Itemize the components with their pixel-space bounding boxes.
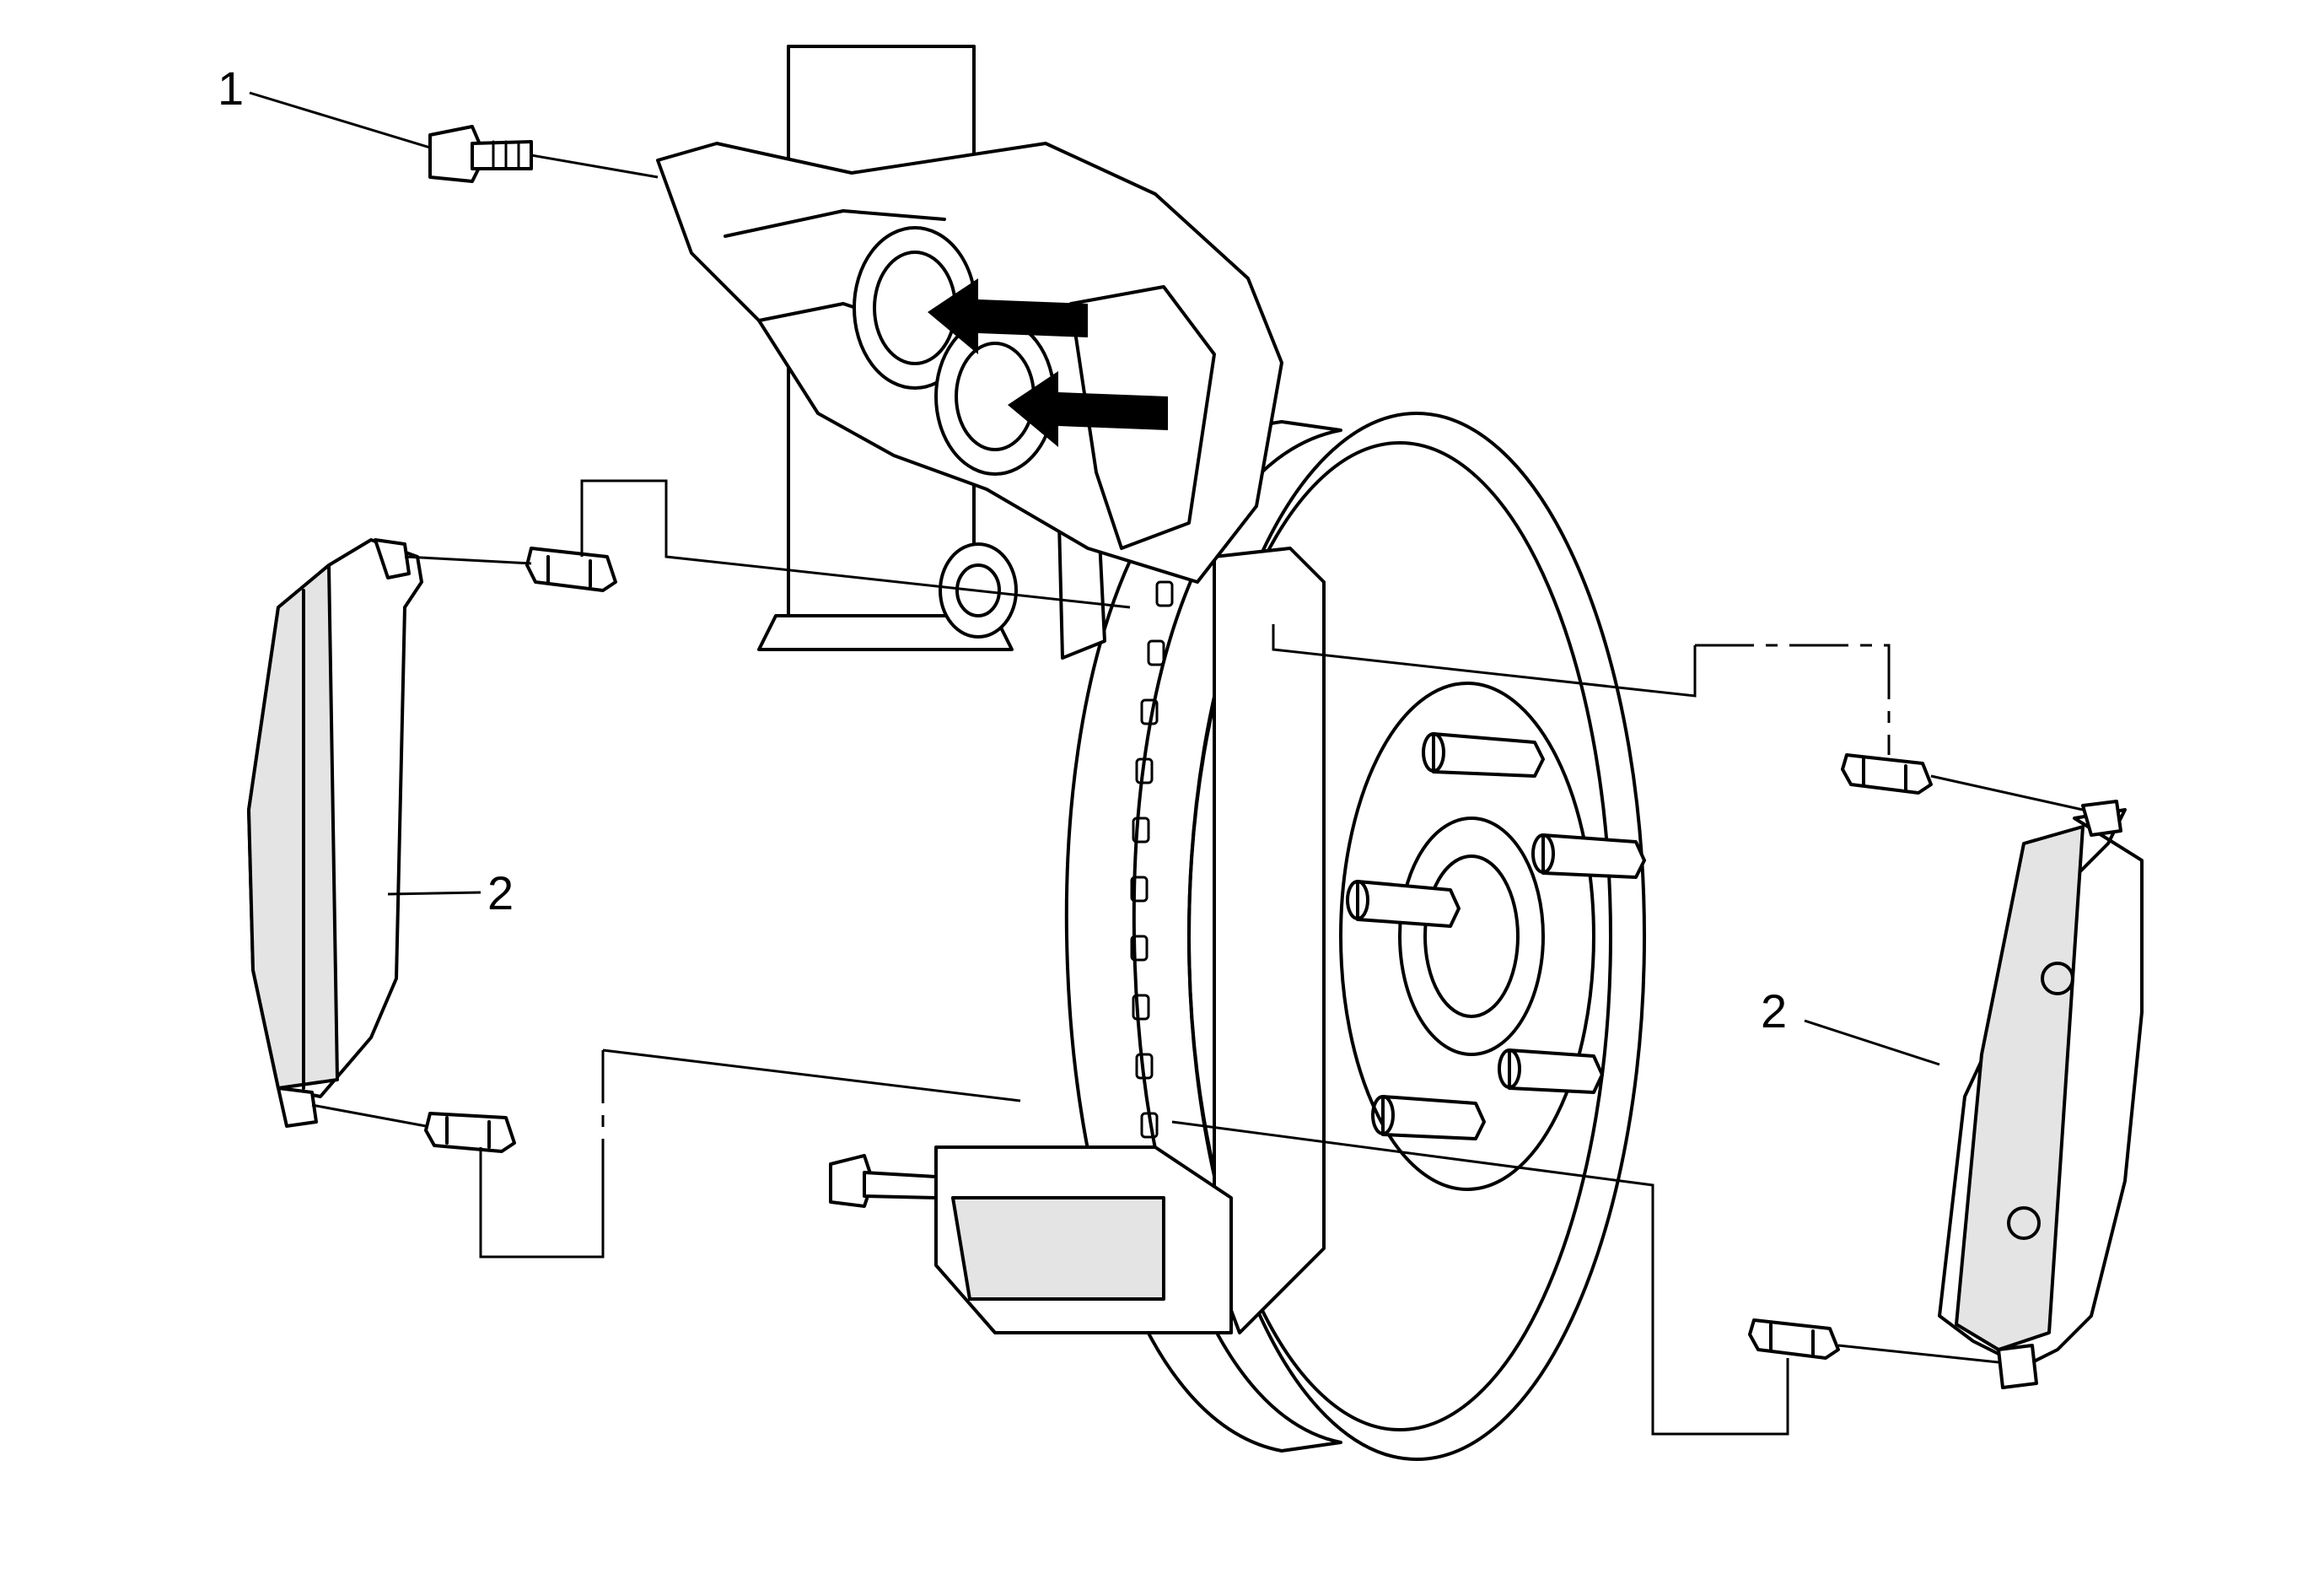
pad-clip (1841, 753, 1933, 795)
push-arrow-icon (928, 278, 1088, 354)
brake-caliper (656, 142, 1283, 639)
callout-label: 2 (487, 866, 514, 919)
callout-2-right: 2 (1761, 984, 1940, 1066)
pad-clip (1748, 1318, 1840, 1360)
callout-label: 2 (1761, 984, 1787, 1038)
caliper-bracket (934, 471, 1326, 1334)
brake-pad-left (247, 538, 423, 1128)
pad-clip (525, 547, 617, 592)
callout-2-left: 2 (387, 866, 514, 919)
callout-1: 1 (218, 62, 431, 149)
push-arrow-icon (1008, 371, 1168, 447)
wheel-studs (1346, 732, 1646, 1140)
pad-clip (424, 1112, 516, 1153)
hub-center (1398, 817, 1545, 1056)
caliper-bolt (428, 125, 533, 183)
brake-pad-right (1938, 800, 2144, 1389)
installation-path-lines (479, 479, 1891, 1436)
callout-label: 1 (218, 62, 244, 115)
lower-caliper-bolt (829, 1154, 938, 1208)
